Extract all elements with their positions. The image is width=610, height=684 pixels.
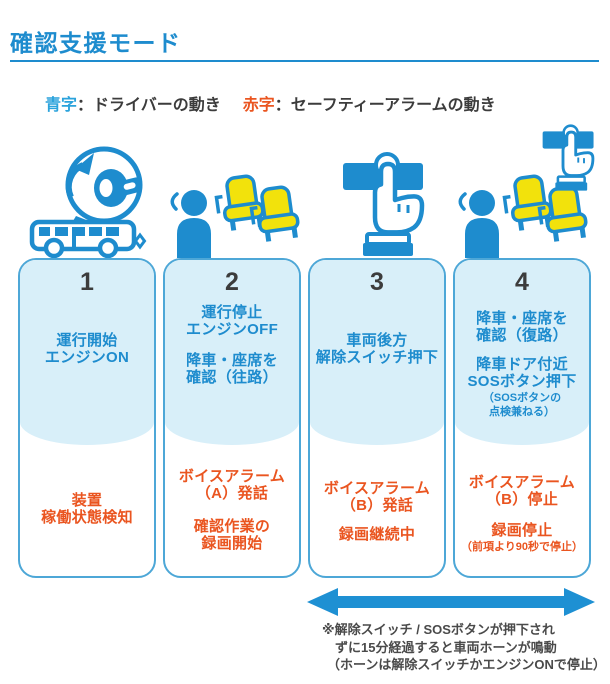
alarm-action-text: ボイスアラーム （A）発話 [178,468,286,502]
legend-blue-desc: ：ドライバーの動き [77,97,221,114]
driver-seats-and-sos-button-icon [456,123,598,263]
legend-blue-label: 青字 [45,97,78,114]
title-underline [10,60,599,62]
driver-action-text: 降車・座席を 確認（復路） [476,310,568,344]
step-card-1: 1 運行開始 エンジンON 装置 稼働状態検知 [18,258,156,578]
driver-action-note: （SOSボタンの 点検兼ねる） [482,392,562,418]
alarm-action-text: 録画停止 [491,522,553,539]
driver-action-text: 降車・座席を 確認（往路） [186,352,278,386]
step-card-2: 2 運行停止 エンジンOFF 降車・座席を 確認（往路） ボイスアラーム （A）… [163,258,301,578]
footnote-line: ずに15分経過すると車両ホーンが鳴動 [335,639,557,655]
driver-action-text: 運行停止 エンジンOFF [185,304,279,338]
alarm-action-text: ボイスアラーム （B）発話 [323,480,431,514]
legend: 青字：ドライバーの動き 赤字：セーフティーアラームの動き [45,91,496,115]
alarm-action-text: 装置 稼働状態検知 [41,492,133,526]
alarm-action-text: 録画継続中 [338,526,416,543]
step-number: 3 [370,268,384,296]
alarm-action-note: （前項より90秒で停止） [460,541,583,553]
page-title: 確認支援モード [10,30,182,56]
timeline-double-arrow [307,588,595,616]
card-bubble [455,260,589,445]
step-number: 1 [80,268,94,296]
step-number: 2 [225,268,239,296]
bus-ignition-icon [26,140,151,263]
alarm-action-text: 確認作業の 録画開始 [193,518,271,552]
legend-red-desc: ：セーフティーアラームの動き [274,97,496,114]
press-switch-icon [342,150,430,263]
step-card-4: 4 降車・座席を 確認（復路） 降車ドア付近 SOSボタン押下 （SOSボタンの… [453,258,591,578]
driver-action-text: 車両後方 解除スイッチ押下 [315,332,439,366]
alarm-action-text: ボイスアラーム （B）停止 [468,474,576,508]
footnote-line: （ホーンは解除スイッチかエンジンONで停止） [327,657,606,672]
step-card-3: 3 車両後方 解除スイッチ押下 ボイスアラーム （B）発話 録画継続中 [308,258,446,578]
footnote: ※解除スイッチ / SOSボタンが押下され ずに15分経過すると車両ホーンが鳴動… [322,621,606,674]
driver-checking-seats-icon [168,173,303,263]
legend-red-label: 赤字 [242,97,275,114]
driver-action-text: 降車ドア付近 SOSボタン押下 [467,356,577,390]
card-bubble [165,260,299,445]
card-bubble [310,260,444,445]
card-bubble [20,260,154,445]
footnote-line: ※解除スイッチ / SOSボタンが押下され [322,622,555,637]
driver-action-text: 運行開始 エンジンON [44,332,130,366]
step-number: 4 [515,268,529,296]
